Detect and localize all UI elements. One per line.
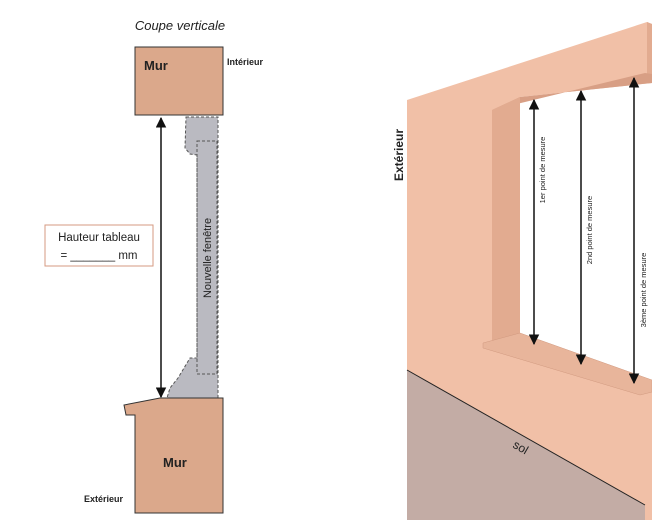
measure-point-1-label: 1er point de mesure [538,137,547,204]
wall-top [134,46,224,116]
ground [407,370,645,520]
perspective-view: sol Extérieur 1er point de mesure 2nd po… [392,22,652,520]
perspective-exterior-label: Extérieur [392,129,406,181]
side-reveal [492,97,520,345]
measure-box-value: = _______ mm [60,250,137,262]
wall-top-label: Mur [144,58,168,73]
window-sill [482,332,652,396]
new-window-profile [166,116,219,399]
window-label: Nouvelle fenêtre [202,218,214,298]
interior-label: Intérieur [227,57,264,67]
wall-edge [647,22,652,90]
measure-point-3-label: 3ème point de mesure [639,253,648,328]
top-reveal [492,73,652,110]
section-title: Coupe verticale [135,18,225,33]
ground-line [406,369,646,506]
wall-bottom-label: Mur [163,455,187,470]
measure-point-2-label: 2nd point de mesure [585,196,594,264]
measure-box [44,224,154,267]
window-frame-outline [196,140,218,375]
ground-label: sol [511,437,531,457]
exterior-label: Extérieur [84,494,124,504]
measure-box-title: Hauteur tableau [58,232,140,244]
vertical-section: Coupe verticale Mur Intérieur Nouvelle f… [44,18,264,514]
wall-bottom [123,397,224,514]
